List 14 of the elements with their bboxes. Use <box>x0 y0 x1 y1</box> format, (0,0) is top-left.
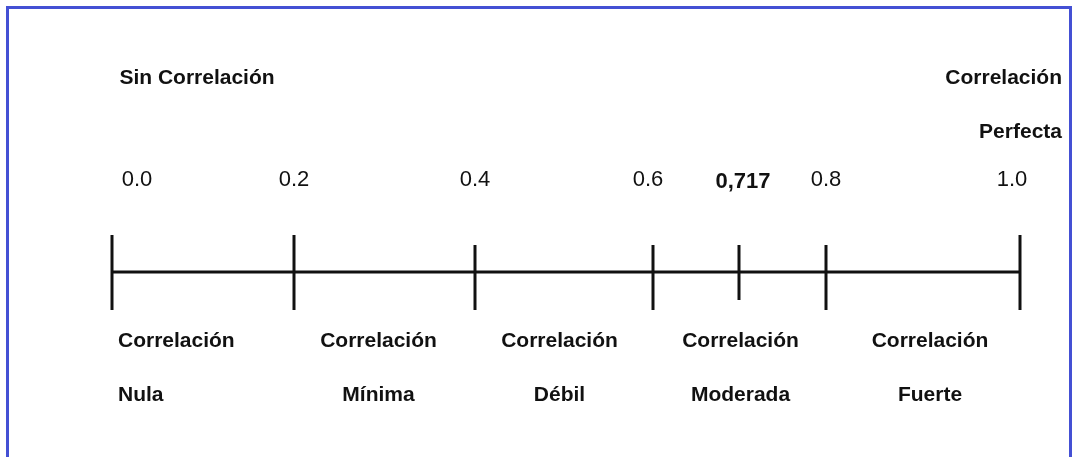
tick-value: 0.4 <box>458 166 492 192</box>
tick-value: 1.0 <box>995 166 1029 192</box>
category-label: Correlación Moderada <box>681 327 800 407</box>
scale-label: Sin Correlación <box>118 64 276 90</box>
tick-value: 0.8 <box>809 166 843 192</box>
tick-value: 0.2 <box>277 166 311 192</box>
highlighted-value: 0,717 <box>714 168 772 194</box>
scale-label: Correlación Perfecta <box>944 64 1062 144</box>
tick-value: 0.0 <box>120 166 154 192</box>
category-label: Correlación Mínima <box>319 327 438 407</box>
category-label: Correlación Nula <box>118 327 236 407</box>
category-label: Correlación Débil <box>500 327 619 407</box>
category-label: Correlación Fuerte <box>870 327 990 407</box>
tick-value: 0.6 <box>631 166 665 192</box>
